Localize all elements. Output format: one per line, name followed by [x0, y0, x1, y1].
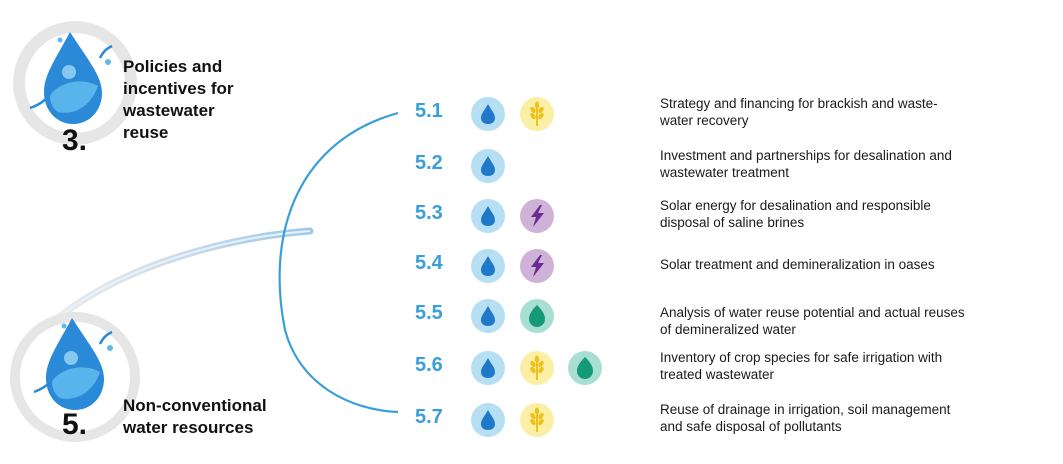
description-line: water recovery: [660, 113, 749, 128]
water-icon: [471, 351, 505, 385]
description-line: treated wastewater: [660, 367, 775, 382]
section-5-emblem: [10, 312, 140, 442]
description-line: wastewater treatment: [660, 165, 790, 180]
measure-code: 5.7: [415, 406, 443, 428]
water-splash-icon: [29, 32, 113, 124]
leaf-icon: [520, 299, 554, 333]
measure-description: Reuse of drainage in irrigation, soil ma…: [660, 401, 1060, 435]
section-number: 3.: [62, 124, 88, 157]
water-icon: [471, 299, 505, 333]
water-icon: [471, 199, 505, 233]
measure-description: Solar energy for desalination and respon…: [660, 197, 1060, 231]
measure-row: 5.4 Solar treatment and demineralization …: [0, 246, 1063, 286]
section-title: Non-conventional water resources: [123, 396, 267, 437]
measure-description: Investment and partnerships for desalina…: [660, 147, 1060, 181]
description-line: Inventory of crop species for safe irrig…: [660, 350, 943, 365]
water-icon: [471, 97, 505, 131]
measure-row: 5.1 Strategy and financing for brackish …: [0, 94, 1063, 134]
description-line: Analysis of water reuse potential and ac…: [660, 305, 965, 320]
wheat-icon: [520, 403, 554, 437]
measure-code: 5.5: [415, 302, 443, 324]
description-line: and safe disposal of pollutants: [660, 419, 842, 434]
measure-description: Strategy and financing for brackish and …: [660, 95, 1060, 129]
measure-row: 5.6 Inventory of crop species for safe i…: [0, 348, 1063, 388]
water-icon: [471, 249, 505, 283]
description-line: disposal of saline brines: [660, 215, 805, 230]
lightning-icon: [520, 249, 554, 283]
measure-description: Inventory of crop species for safe irrig…: [660, 349, 1060, 383]
measure-row: 5.5 Analysis of water reuse potential and…: [0, 296, 1063, 338]
wheat-icon: [520, 351, 554, 385]
measures-bracket: [278, 111, 399, 414]
description-line: Investment and partnerships for desalina…: [660, 148, 952, 163]
measure-code: 5.4: [415, 252, 443, 274]
section-3-emblem: [13, 21, 137, 145]
section-number: 5.: [62, 408, 88, 441]
measure-code: 5.3: [415, 202, 443, 224]
measure-code: 5.2: [415, 152, 443, 174]
water-icon: [471, 149, 505, 183]
measure-description: Analysis of water reuse potential and ac…: [660, 304, 1060, 338]
measure-code: 5.1: [415, 100, 443, 122]
measure-code: 5.6: [415, 354, 443, 376]
water-splash-icon: [33, 318, 113, 410]
water-icon: [471, 403, 505, 437]
measure-row: 5.2 Investment and partnerships for desal…: [0, 146, 1063, 186]
leaf-icon: [568, 351, 602, 385]
section-title: Policies and incentives for wastewater r…: [123, 57, 234, 142]
description-line: of demineralized water: [660, 322, 796, 337]
description-line: Strategy and financing for brackish and …: [660, 96, 938, 111]
wheat-icon: [520, 97, 554, 131]
measure-row: 5.7 Reuse of drainage in irrigation, soi…: [0, 400, 1063, 440]
description-line: Solar treatment and demineralization in …: [660, 257, 935, 272]
measure-row: 5.3 Solar energy for desalination and res…: [0, 196, 1063, 236]
description-line: Reuse of drainage in irrigation, soil ma…: [660, 402, 951, 417]
measure-description: Solar treatment and demineralization in …: [660, 256, 1060, 273]
lightning-icon: [520, 199, 554, 233]
description-line: Solar energy for desalination and respon…: [660, 198, 931, 213]
